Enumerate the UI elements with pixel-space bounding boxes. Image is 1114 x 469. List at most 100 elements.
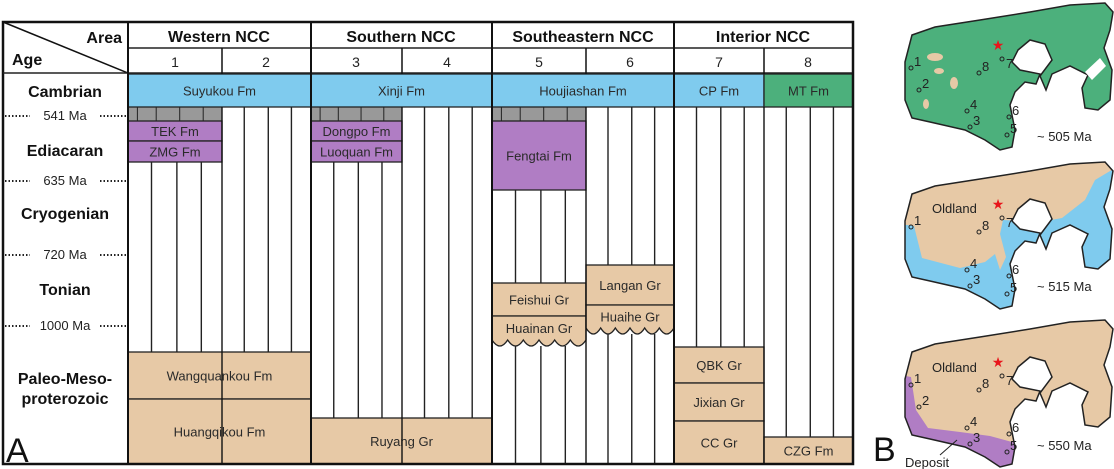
formation-label-czg: CZG Fm (784, 444, 834, 459)
site-marker (1006, 273, 1012, 279)
column-number: 5 (535, 54, 543, 70)
age-ediacaran: Ediacaran (27, 143, 103, 160)
site-marker (964, 108, 970, 114)
formation-label-mt: MT Fm (788, 84, 829, 99)
map-age-label: ~ 550 Ma (1037, 438, 1092, 453)
site-number: 8 (982, 59, 989, 74)
region-western: Western NCC (168, 29, 270, 46)
site-number: 3 (973, 113, 980, 128)
formation-label-langan: Langan Gr (599, 278, 661, 293)
region-southeastern: Southeastern NCC (512, 29, 654, 46)
area-label: Area (86, 30, 122, 47)
site-number: 5 (1010, 280, 1017, 295)
site-marker (976, 387, 982, 393)
column-number: 2 (262, 54, 270, 70)
formation-label-jixian: Jixian Gr (693, 395, 745, 410)
age-541-ma: 541 Ma (43, 108, 87, 123)
formation-label-wangquankou: Wangquankou Fm (167, 369, 273, 384)
formation-fengtai (491, 120, 587, 191)
formation-label-qbk: QBK Gr (696, 358, 742, 373)
map-age-label: ~ 515 Ma (1037, 279, 1092, 294)
column-number: 7 (715, 54, 723, 70)
site-number: 2 (922, 76, 929, 91)
age-720-ma: 720 Ma (43, 247, 87, 262)
star-icon: ★ (992, 196, 1005, 212)
formation-label-cp: CP Fm (699, 84, 739, 99)
table-grid (1, 20, 855, 466)
formation-label-xinji: Xinji Fm (378, 84, 425, 99)
formation-label-fengtai: Fengtai Fm (506, 149, 572, 164)
formation-label-huangqikou: Huangqikou Fm (174, 425, 266, 440)
hiatus-band (310, 106, 403, 122)
site-number: 6 (1012, 103, 1019, 118)
site-number: 1 (914, 213, 921, 228)
site-marker (999, 215, 1005, 221)
site-marker (1004, 291, 1010, 297)
hiatus-band (491, 106, 587, 122)
header-diagonal (2, 21, 129, 74)
site-number: 7 (1006, 215, 1013, 230)
region-southern: Southern NCC (346, 29, 456, 46)
age-635-ma: 635 Ma (43, 173, 87, 188)
site-number: 4 (970, 97, 977, 112)
site-marker (916, 87, 922, 93)
formation-label-huaihe: Huaihe Gr (600, 310, 660, 325)
site-marker (1006, 431, 1012, 437)
hiatus-band (127, 106, 223, 122)
column-number: 8 (804, 54, 812, 70)
age-proterozoic: proterozoic (21, 391, 108, 408)
map-515-ma: Oldland (904, 161, 1114, 310)
column-hatching (150, 107, 835, 464)
site-marker (908, 224, 914, 230)
formation-label-houjiashan: Houjiashan Fm (539, 84, 626, 99)
site-marker (908, 65, 914, 71)
star-icon: ★ (992, 354, 1005, 370)
site-marker (967, 283, 973, 289)
formation-label-huainan: Huainan Gr (506, 321, 573, 336)
column-number: 3 (352, 54, 360, 70)
column-number: 1 (171, 54, 179, 70)
formation-feishui (491, 282, 587, 317)
site-number: 3 (973, 430, 980, 445)
age-column: Cambrian 541 Ma Ediacaran 635 Ma Cryogen… (5, 84, 127, 469)
oldland-label: Oldland (932, 360, 977, 375)
table-header: Area Age Western NCC Southern NCC Southe… (2, 21, 812, 74)
site-number: 1 (914, 54, 921, 69)
site-marker (964, 425, 970, 431)
site-marker (964, 267, 970, 273)
formation-label-tek: TEK Fm (151, 124, 199, 139)
formation-mt (763, 73, 854, 108)
site-marker (999, 373, 1005, 379)
age-label: Age (12, 52, 42, 69)
formation-qbk (673, 346, 765, 384)
formation-houjiashan (491, 73, 675, 108)
column-number: 6 (626, 54, 634, 70)
age-1000-ma: 1000 Ma (40, 318, 91, 333)
site-number: 3 (973, 272, 980, 287)
site-number: 2 (922, 393, 929, 408)
formation-label-luoquan: Luoquan Fm (320, 145, 393, 160)
site-number: 7 (1006, 56, 1013, 71)
deposit-label: Deposit (905, 455, 949, 469)
site-marker (1004, 132, 1010, 138)
map-505-ma (904, 2, 1114, 151)
formation-blocks (127, 73, 854, 465)
site-number: 5 (1010, 121, 1017, 136)
site-number: 1 (914, 371, 921, 386)
map-age-label: ~ 505 Ma (1037, 129, 1092, 144)
formation-cp (673, 73, 765, 108)
site-marker (999, 56, 1005, 62)
panel-label-b: B (873, 431, 896, 469)
site-number: 5 (1010, 438, 1017, 453)
formation-label-feishui: Feishui Gr (509, 293, 570, 308)
formation-langan (585, 264, 675, 306)
site-marker (1006, 114, 1012, 120)
formation-label-dongpo: Dongpo Fm (323, 124, 391, 139)
formation-huaihe (585, 304, 675, 335)
site-marker (908, 382, 914, 388)
column-number: 4 (443, 54, 451, 70)
site-number: 4 (970, 256, 977, 271)
site-number: 8 (982, 376, 989, 391)
